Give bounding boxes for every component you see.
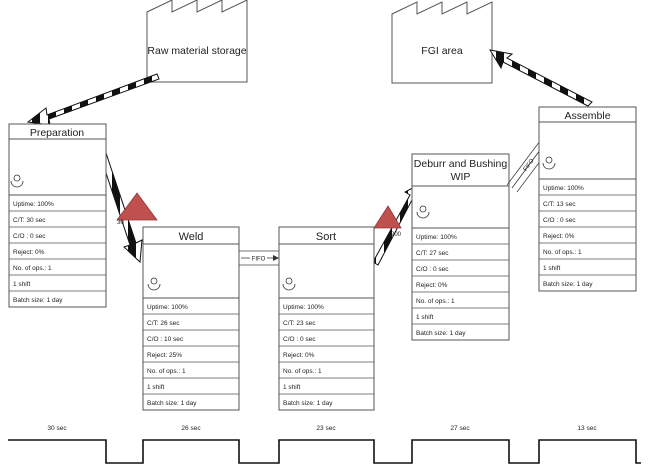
process-data-box: Uptime: 100% C/T: 23 sec C/O : 0 sec Rej…	[278, 297, 375, 411]
data-cycle-time: C/T: 30 sec	[13, 217, 46, 224]
data-batch-size: Batch size: 1 day	[416, 330, 466, 337]
deburr-title-line2: WIP	[451, 171, 471, 183]
timeline-label-assemble: 13 sec	[577, 425, 597, 432]
fifo-lane-weld-sort: FIFO	[239, 250, 279, 266]
data-operators: No. of ops.: 1	[543, 249, 582, 256]
sort-title: Sort	[316, 231, 336, 243]
data-reject: Reject: 25%	[147, 352, 182, 359]
data-batch-size: Batch size: 1 day	[283, 400, 333, 407]
data-operators: No. of ops.: 1	[283, 368, 322, 375]
data-changeover: C/O : 0 sec	[283, 336, 316, 343]
operator-icon	[542, 156, 556, 170]
process-data-box: Uptime: 100% C/T: 13 sec C/O : 0 sec Rej…	[538, 178, 637, 292]
operator-icon	[416, 205, 430, 219]
process-preparation[interactable]: Preparation Uptime: 100% C/T: 30 sec C/O…	[8, 123, 107, 308]
assemble-title: Assemble	[564, 110, 610, 122]
timeline-label-sort: 23 sec	[316, 425, 336, 432]
data-uptime: Uptime: 100%	[416, 234, 457, 241]
process-data-box: Uptime: 100% C/T: 27 sec C/O : 0 sec Rej…	[411, 227, 510, 341]
data-shift: 1 shift	[147, 384, 165, 391]
data-uptime: Uptime: 100%	[543, 185, 584, 192]
data-batch-size: Batch size: 1 day	[543, 281, 593, 288]
timeline-label-preparation: 30 sec	[47, 425, 67, 432]
push-arrow-raw-to-preparation	[26, 73, 160, 126]
data-reject: Reject: 0%	[543, 233, 575, 240]
data-cycle-time: C/T: 13 sec	[543, 201, 576, 208]
operator-icon	[147, 277, 161, 291]
fifo-label: FIFO	[252, 257, 266, 263]
push-arrow-preparation-to-weld	[99, 152, 143, 264]
data-operators: No. of ops.: 1	[147, 368, 186, 375]
data-uptime: Uptime: 100%	[283, 304, 324, 311]
data-uptime: Uptime: 100%	[147, 304, 188, 311]
process-data-box: Uptime: 100% C/T: 26 sec C/O : 10 sec Re…	[142, 297, 240, 411]
raw-material-storage-label: Raw material storage	[147, 45, 246, 57]
timeline-label-deburr: 27 sec	[450, 425, 470, 432]
push-arrow-assemble-to-fgi	[488, 49, 593, 107]
data-changeover: C/O : 0 sec	[416, 266, 449, 273]
fgi-area[interactable]: FGI area	[391, 1, 493, 84]
data-changeover: C/O : 0 sec	[13, 233, 46, 240]
raw-material-storage[interactable]: Raw material storage	[146, 0, 248, 83]
inventory-2-label: 200	[391, 232, 402, 238]
data-reject: Reject: 0%	[283, 352, 315, 359]
data-operators: No. of ops.: 1	[13, 265, 52, 272]
data-uptime: Uptime: 100%	[13, 201, 54, 208]
data-shift: 1 shift	[283, 384, 301, 391]
process-deburr-bushing[interactable]: Deburr and Bushing WIP Uptime: 100% C/T:…	[411, 153, 510, 341]
data-changeover: C/O : 10 sec	[147, 336, 184, 343]
inventory-1-label: 30	[117, 220, 124, 226]
process-assemble[interactable]: Assemble Uptime: 100% C/T: 13 sec C/O : …	[538, 106, 637, 292]
process-weld[interactable]: Weld Uptime: 100% C/T: 26 sec C/O : 10 s…	[142, 226, 240, 411]
data-batch-size: Batch size: 1 day	[13, 297, 63, 304]
data-shift: 1 shift	[543, 265, 561, 272]
process-sort[interactable]: Sort Uptime: 100% C/T: 23 sec C/O : 0 se…	[278, 226, 375, 411]
data-cycle-time: C/T: 26 sec	[147, 320, 180, 327]
data-reject: Reject: 0%	[13, 249, 45, 256]
timeline: 30 sec 26 sec 23 sec 27 sec 13 sec	[8, 425, 641, 464]
weld-title: Weld	[179, 231, 204, 243]
timeline-label-weld: 26 sec	[181, 425, 201, 432]
data-operators: No. of ops.: 1	[416, 298, 455, 305]
data-shift: 1 shift	[13, 281, 31, 288]
data-shift: 1 shift	[416, 314, 434, 321]
process-data-box: Uptime: 100% C/T: 30 sec C/O : 0 sec Rej…	[8, 194, 107, 308]
fgi-area-label: FGI area	[421, 45, 463, 57]
deburr-title-line1: Deburr and Bushing	[414, 158, 508, 170]
data-cycle-time: C/T: 23 sec	[283, 320, 316, 327]
operator-icon	[282, 277, 296, 291]
inventory-triangle-1: 30	[116, 192, 158, 226]
operator-icon	[10, 174, 24, 188]
data-changeover: C/O : 0 sec	[543, 217, 576, 224]
inventory-triangle-2: 200	[373, 205, 402, 238]
data-cycle-time: C/T: 27 sec	[416, 250, 449, 257]
fifo-label: FIFO	[523, 158, 536, 173]
data-reject: Reject: 0%	[416, 282, 448, 289]
preparation-title: Preparation	[30, 127, 84, 139]
data-batch-size: Batch size: 1 day	[147, 400, 197, 407]
